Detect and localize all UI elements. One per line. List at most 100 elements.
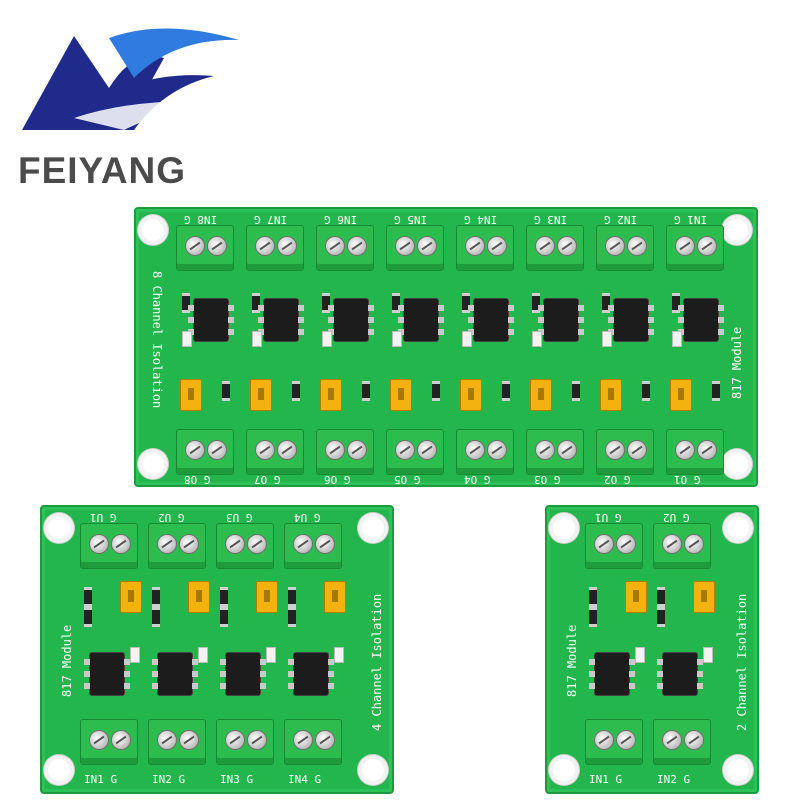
optocoupler-chip — [258, 299, 304, 341]
screw-icon — [277, 440, 297, 460]
terminal-label: G O2 — [604, 473, 631, 486]
terminal-label: G O3 — [534, 473, 561, 486]
screw-icon — [605, 440, 625, 460]
screw-icon — [185, 440, 205, 460]
resistor — [572, 381, 580, 401]
screw-icon — [697, 440, 717, 460]
optocoupler-chip — [398, 299, 444, 341]
screw-terminal — [316, 429, 374, 475]
board-title: 4 Channel Isolation — [370, 593, 384, 731]
resistor — [462, 293, 470, 313]
mount-hole — [726, 453, 748, 475]
screw-terminal — [80, 523, 138, 569]
screw-icon — [417, 236, 437, 256]
terminal-label: IN1 G — [84, 773, 118, 786]
indicator-led — [672, 331, 682, 347]
optocoupler-chip — [152, 653, 198, 695]
indicator-led — [532, 331, 542, 347]
jumper-header — [320, 379, 342, 411]
screw-icon — [684, 534, 704, 554]
terminal-label: G O1 — [674, 473, 701, 486]
indicator-led — [266, 647, 276, 663]
screw-terminal — [456, 429, 514, 475]
jumper-header — [530, 379, 552, 411]
jumper-header — [390, 379, 412, 411]
resistor — [362, 381, 370, 401]
resistor — [657, 587, 665, 607]
jumper-header — [600, 379, 622, 411]
screw-icon — [675, 440, 695, 460]
screw-icon — [616, 534, 636, 554]
screw-terminal — [246, 225, 304, 271]
terminal-label: IN3 G — [220, 773, 254, 786]
mount-hole — [362, 517, 384, 539]
resistor — [288, 587, 296, 607]
mount-hole — [726, 219, 748, 241]
board-title: 2 Channel Isolation — [735, 593, 749, 731]
screw-terminal — [666, 225, 724, 271]
screw-icon — [662, 730, 682, 750]
screw-terminal — [653, 523, 711, 569]
mount-hole — [727, 517, 749, 539]
optocoupler-chip — [538, 299, 584, 341]
screw-icon — [557, 236, 577, 256]
screw-icon — [277, 236, 297, 256]
screw-terminal — [585, 523, 643, 569]
screw-icon — [179, 730, 199, 750]
resistor — [288, 607, 296, 627]
screw-terminal — [666, 429, 724, 475]
terminal-label: G O4 — [464, 473, 491, 486]
screw-icon — [247, 730, 267, 750]
board-title: 8 Channel Isolation — [150, 271, 164, 409]
screw-terminal — [216, 719, 274, 765]
screw-terminal — [585, 719, 643, 765]
screw-icon — [179, 534, 199, 554]
optocoupler-chip — [589, 653, 635, 695]
mount-hole — [142, 219, 164, 241]
board-module-label: 817 Module — [565, 624, 579, 697]
resistor — [220, 587, 228, 607]
jumper-header — [120, 581, 142, 613]
screw-icon — [255, 440, 275, 460]
resistor — [220, 607, 228, 627]
screw-icon — [293, 730, 313, 750]
resistor — [292, 381, 300, 401]
board-module-label: 817 Module — [60, 624, 74, 697]
screw-terminal — [456, 225, 514, 271]
terminal-label: G O6 — [324, 473, 351, 486]
optocoupler-chip — [468, 299, 514, 341]
screw-icon — [157, 730, 177, 750]
screw-icon — [395, 236, 415, 256]
terminal-label: G O5 — [394, 473, 421, 486]
screw-icon — [487, 236, 507, 256]
indicator-led — [635, 647, 645, 663]
resistor — [252, 293, 260, 313]
resistor — [152, 587, 160, 607]
indicator-led — [602, 331, 612, 347]
screw-icon — [89, 730, 109, 750]
optocoupler-chip — [657, 653, 703, 695]
terminal-label: IN4 G — [288, 773, 322, 786]
screw-terminal — [316, 225, 374, 271]
screw-icon — [315, 534, 335, 554]
screw-terminal — [526, 225, 584, 271]
resistor — [432, 381, 440, 401]
indicator-led — [462, 331, 472, 347]
screw-terminal — [216, 523, 274, 569]
screw-terminal — [596, 429, 654, 475]
resistor — [222, 381, 230, 401]
screw-terminal — [596, 225, 654, 271]
optocoupler-chip — [188, 299, 234, 341]
screw-icon — [293, 534, 313, 554]
screw-icon — [627, 236, 647, 256]
resistor — [712, 381, 720, 401]
screw-icon — [487, 440, 507, 460]
jumper-header — [625, 581, 647, 613]
screw-terminal — [653, 719, 711, 765]
screw-icon — [697, 236, 717, 256]
resistor — [589, 607, 597, 627]
screw-icon — [616, 730, 636, 750]
screw-icon — [662, 534, 682, 554]
